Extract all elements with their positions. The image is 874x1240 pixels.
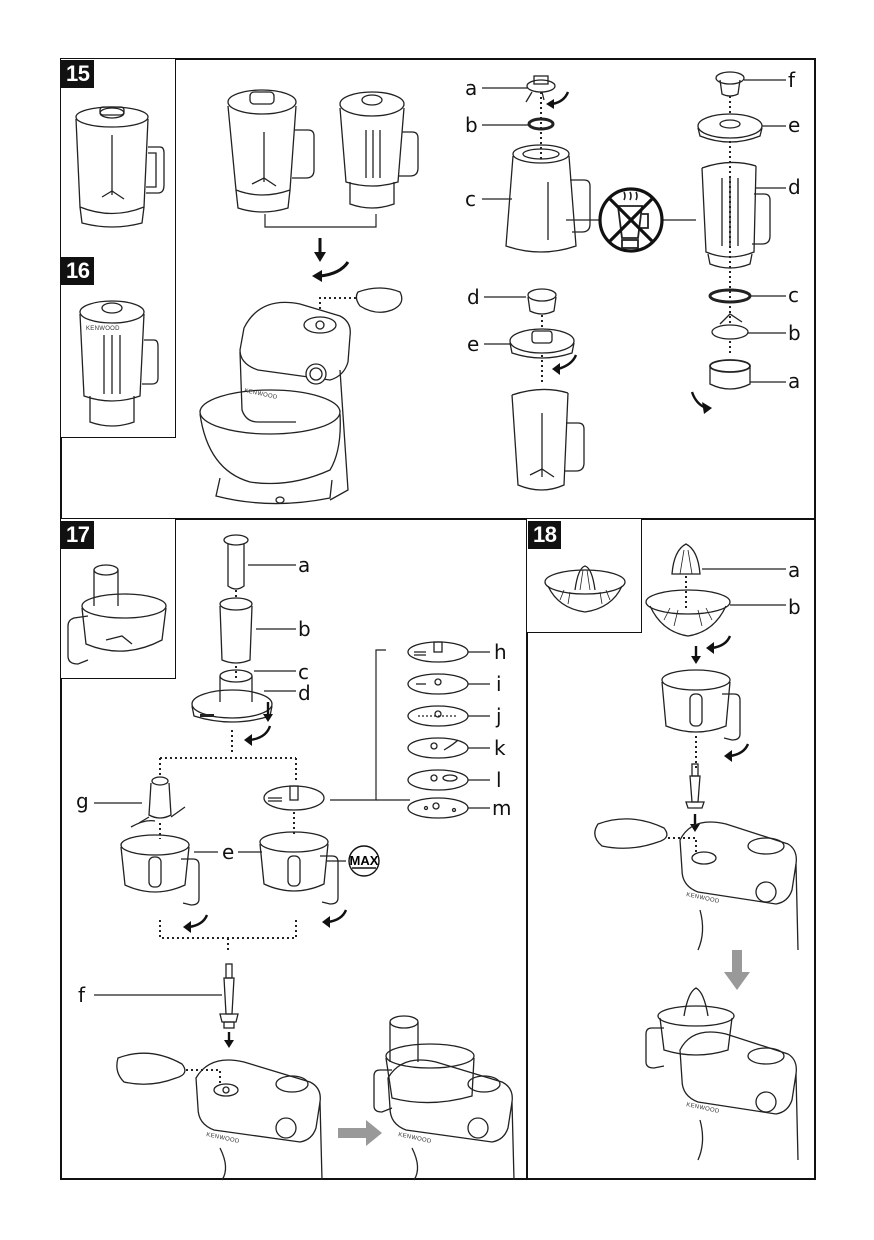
callout-label-a-top: a	[465, 76, 478, 100]
max-label: MAX	[350, 853, 379, 868]
callout-label-17-b: b	[298, 617, 311, 641]
callout-label-c-top: c	[465, 187, 476, 211]
disc-m-icon	[407, 797, 469, 819]
dotted-branch-connectors	[159, 757, 297, 950]
blender-jug-15-icon	[75, 106, 165, 228]
callout-label-17-h: h	[494, 640, 507, 664]
callout-label-17-f: f	[78, 983, 86, 1007]
max-fill-badge: MAX	[326, 845, 380, 877]
blender-acrylic-icon	[339, 91, 419, 209]
callout-leaders-e	[194, 851, 262, 853]
callout-label-f-right: f	[788, 68, 796, 92]
callout-label-c-right: c	[788, 283, 799, 307]
callout-label-e-right: e	[788, 113, 801, 137]
juicer-install-diagram: KENWOOD KENWOOD	[594, 763, 799, 1161]
callout-label-17-i: i	[496, 672, 502, 696]
disc-l-icon	[407, 769, 469, 791]
callout-leaders-top-right	[744, 79, 786, 383]
exploded-jug-lid-diagram	[509, 288, 585, 491]
blender-jug-16-icon: KENWOOD	[79, 300, 159, 427]
blender-thermoresist-icon	[227, 89, 315, 213]
callout-label-17-c: c	[298, 660, 309, 684]
callout-label-a-right: a	[788, 369, 801, 393]
blenders-to-mixer-diagram: KENWOOD	[199, 89, 419, 505]
callout-label-18-a: a	[788, 558, 801, 582]
feed-tube-lid-exploded-diagram	[191, 534, 273, 752]
callout-label-17-m: m	[492, 796, 512, 820]
panel-divider-vertical	[526, 518, 528, 1180]
exploded-acrylic-jug-diagram	[690, 71, 771, 414]
figure-number-16: 16	[61, 257, 95, 285]
svg-text:KENWOOD: KENWOOD	[86, 326, 120, 332]
exploded-glass-jug-diagram	[505, 75, 591, 253]
callout-label-17-j: j	[496, 704, 502, 728]
callout-label-b-right: b	[788, 321, 801, 345]
figure-number-18: 18	[528, 521, 562, 549]
panel-divider-horizontal	[60, 518, 816, 520]
discs-stack-diagram	[330, 641, 490, 819]
callout-leaders-17-top	[248, 564, 296, 692]
callout-label-18-b: b	[788, 595, 801, 619]
callout-leaders-18	[702, 568, 786, 606]
callout-label-17-k: k	[494, 736, 506, 760]
mixer-outlet-install-diagram: KENWOOD KENWOOD	[116, 1015, 515, 1181]
callout-label-d-bottom: d	[467, 285, 480, 309]
citrus-juicer-exploded-diagram	[645, 543, 750, 770]
disc-h-icon	[407, 641, 469, 663]
callout-label-17-d: d	[298, 681, 311, 705]
callout-label-17-l: l	[496, 768, 502, 792]
callout-label-b-top: b	[465, 113, 478, 137]
callout-label-17-e: e	[222, 840, 235, 864]
callout-leaders-top-left	[482, 87, 528, 200]
callout-label-17-a: a	[298, 553, 311, 577]
disc-k-icon	[407, 737, 469, 759]
drive-coupling-diagram	[219, 963, 239, 1048]
callout-leaders-bottom	[484, 296, 526, 345]
food-processor-assembled-icon	[67, 564, 167, 665]
knife-blade-and-bowl-diagram	[120, 776, 209, 933]
callout-label-d-right: d	[788, 175, 801, 199]
brand-mark-kenwood: KENWOOD	[398, 1132, 433, 1145]
no-hot-liquids-icon	[566, 187, 696, 253]
disc-j-icon	[407, 705, 469, 727]
brand-mark-kenwood: KENWOOD	[206, 1132, 241, 1145]
figure-number-17: 17	[61, 521, 95, 549]
figure-number-15: 15	[61, 60, 95, 88]
callout-label-17-g: g	[76, 789, 89, 813]
citrus-juicer-assembled-icon	[544, 565, 626, 613]
disc-i-icon	[407, 673, 469, 695]
callout-leader-g	[94, 802, 142, 804]
callout-label-e-bottom: e	[467, 332, 480, 356]
callout-leader-f	[94, 994, 222, 996]
disc-and-bowl-diagram	[259, 785, 348, 928]
